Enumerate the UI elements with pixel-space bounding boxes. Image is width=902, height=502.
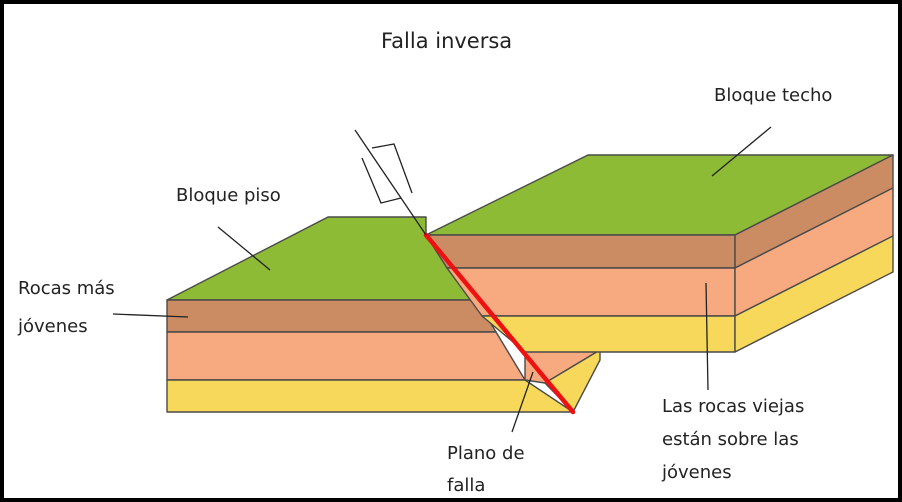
label-fault-plane-line1: Plano de bbox=[447, 443, 525, 464]
footwall-layer-young bbox=[166, 299, 497, 333]
reverse-fault-diagram: Falla inversa Bloque techo Bloque piso R… bbox=[17, 29, 894, 496]
footwall-layer-middle bbox=[166, 331, 526, 381]
label-hanging-wall: Bloque techo bbox=[714, 85, 832, 106]
leader-old-over-young bbox=[705, 282, 709, 391]
label-footwall: Bloque piso bbox=[176, 185, 281, 206]
label-old-over-young-line3: jóvenes bbox=[661, 462, 732, 483]
label-younger-rocks-line1: Rocas más bbox=[18, 278, 115, 299]
movement-arrows-icon bbox=[361, 143, 413, 204]
label-old-over-young-line1: Las rocas viejas bbox=[662, 396, 804, 417]
leader-younger-rocks bbox=[112, 313, 189, 318]
leader-hanging-wall bbox=[711, 126, 772, 177]
footwall-layer-old bbox=[166, 379, 574, 413]
hanging-wall-block bbox=[425, 154, 894, 353]
hanging-wall-side-old bbox=[734, 235, 894, 353]
leader-fault-plane bbox=[511, 371, 534, 433]
label-younger-rocks-line2: jóvenes bbox=[17, 316, 88, 337]
leader-footwall bbox=[217, 226, 271, 271]
footwall-surface bbox=[166, 216, 478, 301]
fault-projection-line bbox=[354, 129, 427, 236]
diagram-title: Falla inversa bbox=[381, 29, 512, 53]
hanging-wall-layer-young bbox=[425, 234, 736, 269]
label-fault-plane-line2: falla bbox=[447, 475, 485, 496]
fault-line bbox=[423, 232, 576, 415]
label-old-over-young-line2: están sobre las bbox=[662, 429, 799, 450]
